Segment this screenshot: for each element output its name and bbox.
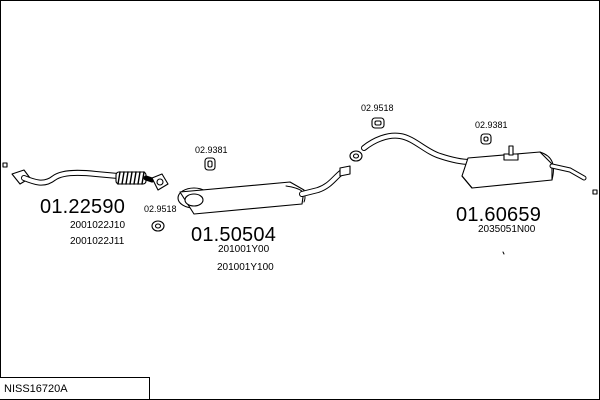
diagram-code: NISS16720A: [4, 383, 68, 395]
diagram-code-box: NISS16720A: [0, 377, 150, 399]
flange-bolt-hole: [156, 178, 164, 186]
right-edge-marker: [592, 189, 598, 195]
middle-silencer-inlet: [184, 193, 204, 207]
accessory-number-gasket-left: 02.9518: [144, 204, 177, 214]
rubber-hanger-drawing-middle: [204, 157, 216, 171]
left-edge-marker: [2, 162, 8, 168]
middle-pipe-collar: [339, 165, 351, 177]
oe-number-rear-silencer-1: 2035051N00: [478, 224, 536, 235]
oe-number-front-pipe-2: 2001022J11: [70, 236, 125, 247]
accessory-number-hanger-rear: 02.9381: [475, 120, 508, 130]
front-pipe-tube-fill: [22, 170, 120, 185]
gasket-drawing-left: [151, 220, 165, 232]
rubber-hanger-drawing-rear: [480, 133, 492, 145]
tailpipe-fill: [550, 164, 586, 180]
stray-mark: [502, 251, 505, 255]
gasket-drawing-rear: [349, 150, 363, 162]
accessory-number-gasket-rear: 02.9518: [361, 103, 394, 113]
front-pipe-drawing: [11, 169, 169, 191]
rear-silencer-drawing: [361, 132, 587, 189]
rear-pipe-fill: [362, 133, 472, 164]
part-number-front-pipe: 01.22590: [40, 196, 126, 218]
rear-silencer-front-edge: [461, 175, 473, 189]
oe-number-front-pipe-1: 2001022J10: [70, 220, 126, 231]
middle-silencer-body: [179, 181, 305, 215]
oe-number-middle-silencer-2: 201001Y100: [217, 262, 274, 273]
accessory-number-hanger-middle: 02.9381: [195, 145, 228, 155]
rear-silencer-end: [539, 151, 554, 181]
part-number-rear-silencer: 01.60659: [456, 204, 542, 226]
part-number-middle-silencer: 01.50504: [191, 224, 277, 246]
middle-silencer-drawing: [177, 165, 351, 215]
front-pipe-tail: [143, 175, 155, 183]
rear-silencer-hanger-pin: [508, 145, 514, 156]
flex-joint-braid: [117, 171, 145, 185]
rubber-hanger-drawing-upper: [371, 117, 385, 129]
oe-number-middle-silencer-1: 201001Y00: [218, 244, 270, 255]
